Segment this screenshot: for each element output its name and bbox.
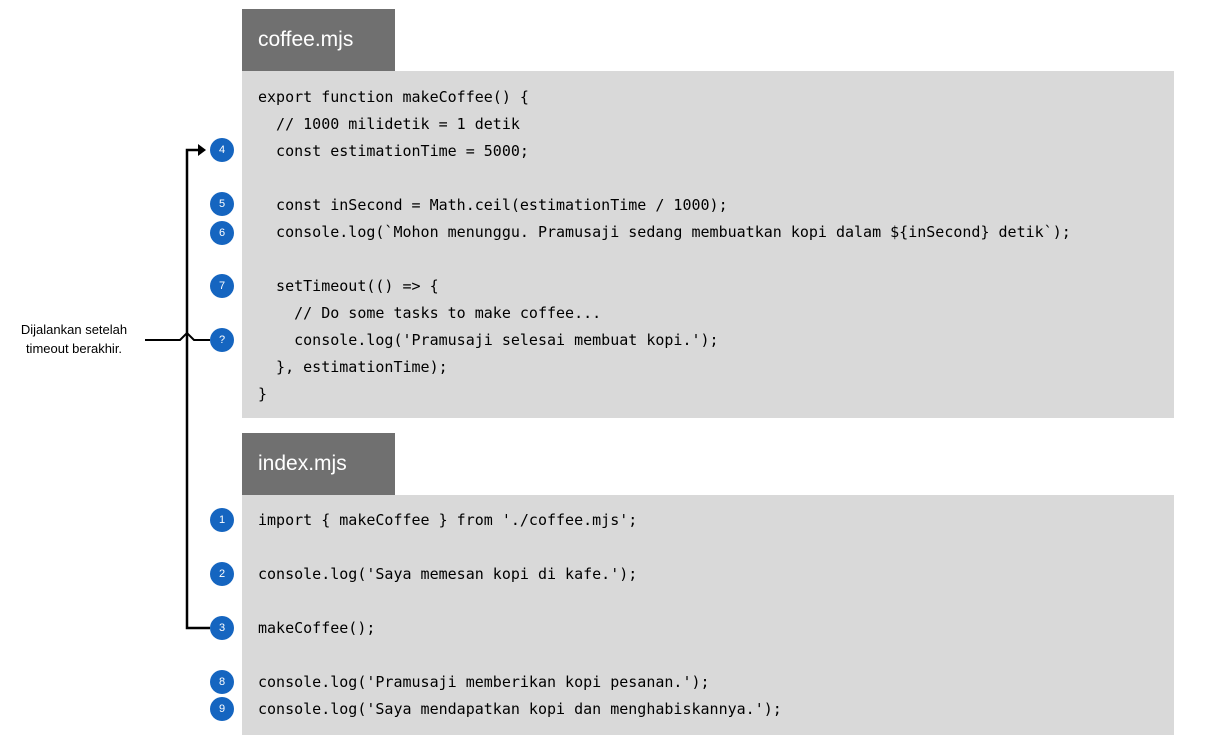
step-badge-7: 7: [210, 274, 234, 298]
code-line: }: [258, 385, 268, 403]
coffee-file-name: coffee.mjs: [258, 28, 354, 51]
code-line: console.log('Pramusaji memberikan kopi p…: [258, 673, 710, 691]
code-line: import { makeCoffee } from './coffee.mjs…: [258, 511, 638, 529]
code-line: console.log('Saya mendapatkan kopi dan m…: [258, 700, 782, 718]
arrowhead-icon: [198, 144, 206, 156]
step-badge-5: 5: [210, 192, 234, 216]
code-line: export function makeCoffee() {: [258, 88, 529, 106]
step-badge-9: 9: [210, 697, 234, 721]
index-file-tab: index.mjs: [242, 433, 395, 495]
code-line: makeCoffee();: [258, 619, 376, 637]
code-line: // 1000 milidetik = 1 detik: [258, 115, 520, 133]
code-line: }, estimationTime);: [258, 358, 448, 376]
code-line: const estimationTime = 5000;: [258, 142, 529, 160]
step-badge-8: 8: [210, 670, 234, 694]
code-line: console.log('Pramusaji selesai membuat k…: [258, 331, 719, 349]
code-line: setTimeout(() => {: [258, 277, 439, 295]
step-badge-unknown: ?: [210, 328, 234, 352]
timeout-note-line-1: Dijalankan setelah: [20, 322, 128, 337]
code-line: console.log('Saya memesan kopi di kafe.'…: [258, 565, 638, 583]
step-badge-6: 6: [210, 221, 234, 245]
code-line: const inSecond = Math.ceil(estimationTim…: [258, 196, 728, 214]
code-line: console.log(`Mohon menunggu. Pramusaji s…: [258, 223, 1071, 241]
flow-line: [185, 148, 210, 630]
step-badge-2: 2: [210, 562, 234, 586]
index-code-block: import { makeCoffee } from './coffee.mjs…: [242, 495, 1174, 735]
note-pointer-line: [145, 331, 210, 341]
step-badge-4: 4: [210, 138, 234, 162]
step-badge-1: 1: [210, 508, 234, 532]
index-file-name: index.mjs: [258, 452, 347, 475]
timeout-note-line-2: timeout berakhir.: [25, 341, 123, 356]
coffee-file-tab: coffee.mjs: [242, 9, 395, 71]
execution-flow-connector: [145, 144, 210, 630]
code-line: // Do some tasks to make coffee...: [258, 304, 602, 322]
step-badge-3: 3: [210, 616, 234, 640]
timeout-note: Dijalankan setelah timeout berakhir.: [8, 320, 140, 358]
coffee-code-block: export function makeCoffee() { // 1000 m…: [242, 71, 1174, 418]
